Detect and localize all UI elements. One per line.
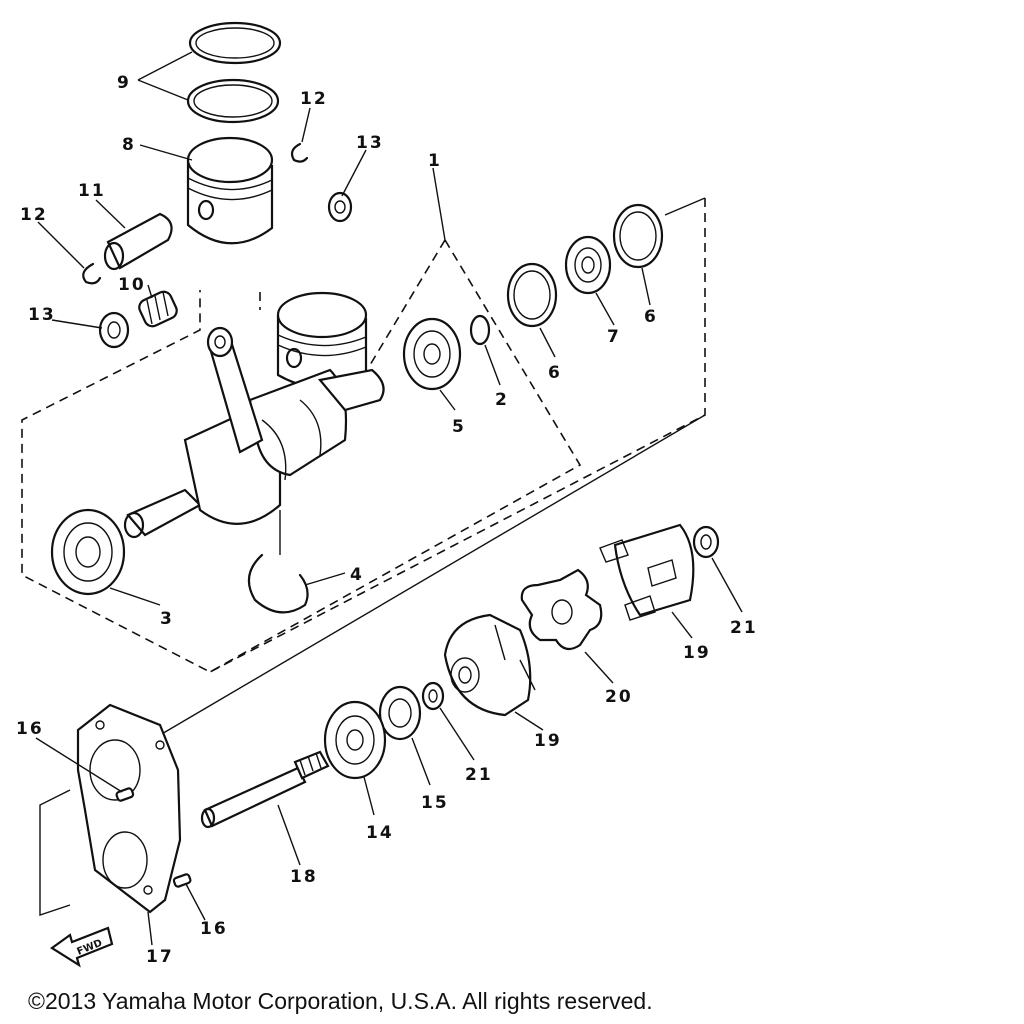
drive-bearing-small: [378, 685, 422, 741]
fwd-arrow-icon: FWD: [50, 926, 114, 968]
rubber-damper: [520, 568, 603, 651]
drive-shaft: [200, 750, 330, 829]
callout-19-upper: 19: [683, 643, 711, 663]
needle-bearing: [138, 290, 178, 328]
callout-20: 20: [605, 687, 633, 707]
callout-8: 8: [122, 135, 136, 155]
leader-lines: [35, 51, 743, 946]
outer-bearing: [564, 235, 612, 295]
callout-2: 2: [495, 390, 509, 410]
oil-seal-left: [98, 311, 130, 349]
washer-lower: [421, 681, 445, 711]
gasket-bracket: [39, 789, 71, 916]
callout-6-inner: 6: [548, 363, 562, 383]
callout-21-upper: 21: [730, 618, 758, 638]
callout-labels: 9 12 8 13 1 11 12 10 13 6 7 6 2 5 4 3 21…: [16, 73, 758, 967]
callout-14: 14: [366, 823, 394, 843]
callout-3: 3: [160, 609, 174, 629]
drive-bearing-large: [323, 700, 387, 780]
callout-16-upper: 16: [16, 719, 44, 739]
callout-18: 18: [290, 867, 318, 887]
callout-6-outer: 6: [644, 307, 658, 327]
callout-12-left: 12: [20, 205, 48, 225]
shim-outer: [612, 203, 664, 269]
wrist-pin: [103, 212, 173, 271]
piston-ring-lower: [186, 78, 280, 124]
callout-9: 9: [117, 73, 131, 93]
callout-5: 5: [452, 417, 466, 437]
callout-15: 15: [421, 793, 449, 813]
circlip-right: [290, 142, 309, 163]
main-bearing-right: [402, 317, 462, 391]
callout-11: 11: [78, 181, 106, 201]
callout-16-lower: 16: [200, 919, 228, 939]
callout-1: 1: [428, 151, 442, 171]
piston: [186, 136, 274, 245]
callout-13-left: 13: [28, 305, 56, 325]
piston-ring-upper: [188, 21, 282, 65]
dowel-pin-lower: [172, 873, 192, 888]
main-bearing-left: [50, 508, 126, 596]
coupling-housing-upper: [599, 523, 695, 621]
washer-upper: [692, 525, 720, 559]
assembly-link-line: [159, 414, 706, 736]
callout-7: 7: [607, 327, 621, 347]
callout-21-lower: 21: [465, 765, 493, 785]
callout-4: 4: [350, 565, 364, 585]
callout-13-right: 13: [356, 133, 384, 153]
circlip-left: [82, 262, 102, 285]
shim-inner: [506, 262, 558, 328]
o-ring: [469, 314, 491, 346]
callout-10: 10: [118, 275, 146, 295]
callout-17: 17: [146, 947, 174, 967]
callout-19-lower: 19: [534, 731, 562, 751]
copyright-notice: ©2013 Yamaha Motor Corporation, U.S.A. A…: [28, 988, 653, 1014]
oil-seal-right: [327, 191, 353, 223]
gasket: [76, 703, 182, 914]
callout-12-right: 12: [300, 89, 328, 109]
assembled-piston: [276, 291, 368, 390]
snap-ring: [247, 553, 309, 614]
crankshaft: [123, 326, 385, 539]
coupling-housing-lower: [443, 613, 536, 717]
crankshaft-assembly-boundary: [21, 239, 582, 673]
drive-shaft-line: [664, 197, 706, 216]
